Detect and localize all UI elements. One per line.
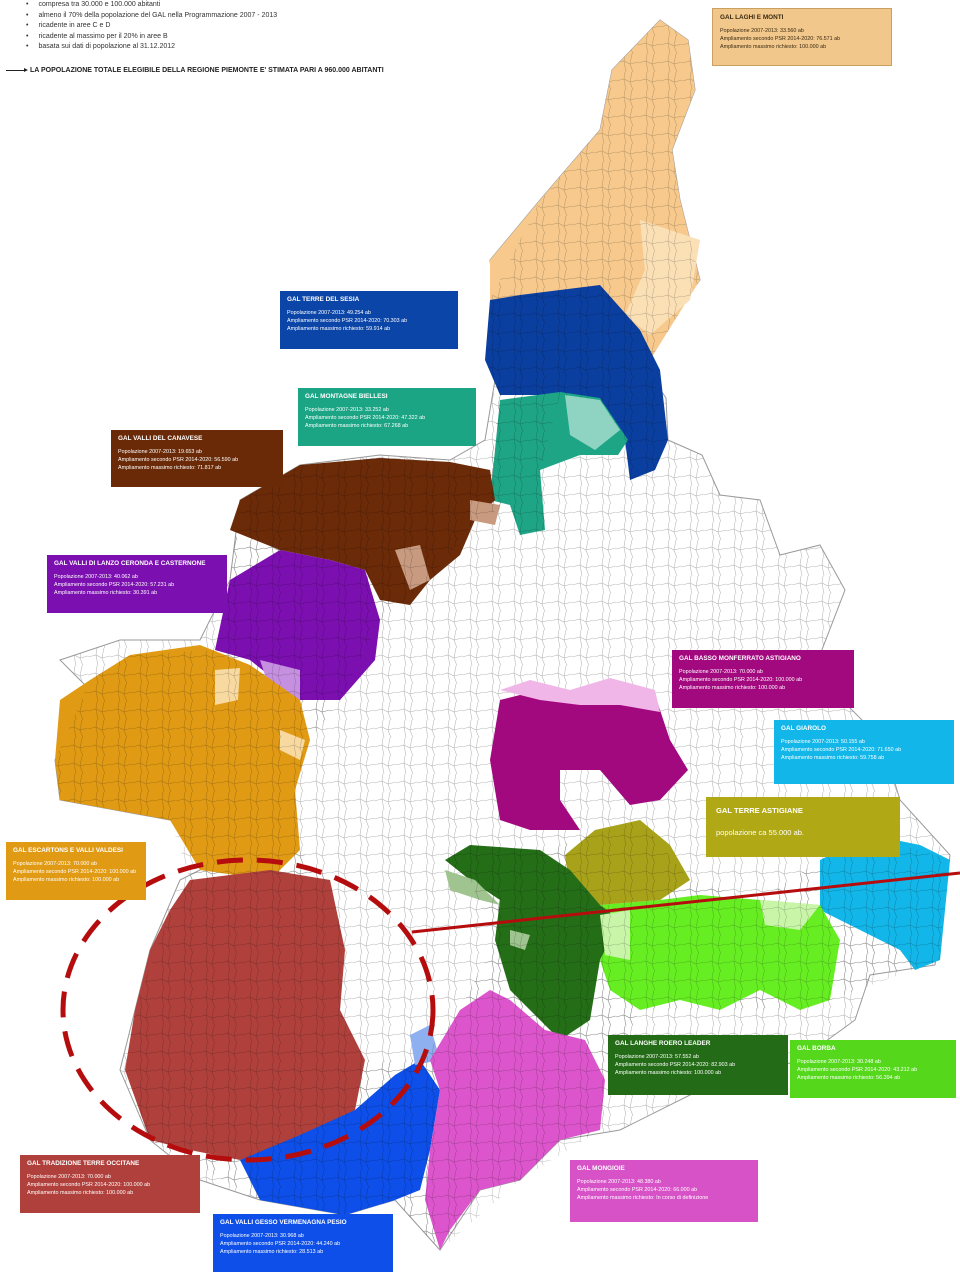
gal-line: Ampliamento secondo PSR 2014-2020: 57.23… — [54, 582, 175, 588]
gal-box-valli-canavese: GAL VALLI DEL CANAVESE Popolazione 2007-… — [111, 430, 283, 487]
gal-line: Ampliamento secondo PSR 2014-2020: 47.32… — [305, 415, 426, 421]
gal-box-valli-gesso: GAL VALLI GESSO VERMENAGNA PESIO Popolaz… — [213, 1214, 393, 1272]
gal-line: Popolazione 2007-2013: 19.653 ab — [118, 449, 202, 455]
region-langhe-roero-light — [445, 870, 530, 950]
gal-title: GAL VALLI DEL CANAVESE — [118, 435, 203, 442]
gal-line: Popolazione 2007-2013: 40.062 ab — [54, 574, 138, 580]
region-basso-monferrato-light — [500, 678, 660, 712]
population-headline: LA POPOLAZIONE TOTALE ELEGIBILE DELLA RE… — [6, 67, 384, 74]
criteria-item: basata sui dati di popolazione al 31.12.… — [26, 42, 466, 53]
gal-box-mongioie: GAL MONGIOIE Popolazione 2007-2013: 48.3… — [570, 1160, 758, 1222]
gal-line: Popolazione 2007-2013: 70.000 ab — [13, 861, 97, 867]
highlight-connector-line — [411, 871, 960, 934]
gal-title: GAL TERRE ASTIGIANE — [716, 806, 803, 815]
criteria-item: almeno il 70% della popolazione del GAL … — [26, 11, 466, 22]
gal-line: Popolazione 2007-2013: 30.248 ab — [797, 1059, 881, 1065]
gal-line: Popolazione 2007-2013: 57.552 ab — [615, 1054, 699, 1060]
gal-title: GAL LAGHI E MONTI — [720, 14, 784, 21]
gal-box-giarolo: GAL GIAROLO Popolazione 2007-2013: 50.15… — [774, 720, 954, 784]
gal-line: Popolazione 2007-2013: 30.968 ab — [220, 1233, 304, 1239]
gal-title: GAL TERRE DEL SESIA — [287, 296, 360, 303]
gal-line: Ampliamento massimo richiesto: 28.513 ab — [220, 1249, 324, 1255]
gal-line: Popolazione 2007-2013: 70.000 ab — [27, 1174, 111, 1180]
gal-line: Ampliamento massimo richiesto: 100.000 a… — [720, 44, 827, 50]
gal-box-borba: GAL BORBA Popolazione 2007-2013: 30.248 … — [790, 1040, 956, 1098]
gal-title: GAL GIAROLO — [781, 725, 826, 732]
gal-box-langhe-roero: GAL LANGHE ROERO LEADER Popolazione 2007… — [608, 1035, 788, 1095]
gal-line: Ampliamento massimo richiesto: 100.000 a… — [679, 685, 786, 691]
gal-box-basso-monferrato: GAL BASSO MONFERRATO ASTIGIANO Popolazio… — [672, 650, 854, 708]
arrow-right-icon — [6, 67, 28, 72]
gal-line: Ampliamento massimo richiesto: 100.000 a… — [13, 877, 120, 883]
gal-line: Ampliamento massimo richiesto: 71.817 ab — [118, 465, 222, 471]
gal-line: Ampliamento massimo richiesto: 30.391 ab — [54, 590, 158, 596]
gal-line: Ampliamento massimo richiesto: 67.268 ab — [305, 423, 409, 429]
gal-line: Ampliamento secondo PSR 2014-2020: 100.0… — [679, 677, 803, 683]
gal-line: Ampliamento massimo richiesto: In corso … — [577, 1195, 709, 1201]
gal-line: Popolazione 2007-2013: 50.155 ab — [781, 739, 865, 745]
gal-box-tradizione-occitane: GAL TRADIZIONE TERRE OCCITANE Popolazion… — [20, 1155, 200, 1213]
gal-line: Popolazione 2007-2013: 33.252 ab — [305, 407, 389, 413]
coloured-area-texture — [55, 20, 950, 1250]
gal-line: Ampliamento secondo PSR 2014-2020: 100.0… — [27, 1182, 151, 1188]
gal-box-valli-lanzo: GAL VALLI DI LANZO CERONDA E CASTERNONE … — [47, 555, 227, 613]
gal-title: GAL MONTAGNE BIELLESI — [305, 393, 388, 400]
region-montagne-biellesi-light — [565, 395, 620, 450]
gal-line: Popolazione 2007-2013: 33.560 ab — [720, 28, 804, 34]
gal-line: Ampliamento massimo richiesto: 59.914 ab — [287, 326, 391, 332]
criteria-item: ricadente in aree C e D — [26, 21, 466, 32]
gal-line: Ampliamento massimo richiesto: 100.000 a… — [615, 1070, 722, 1076]
headline-text: LA POPOLAZIONE TOTALE ELEGIBILE DELLA RE… — [30, 67, 384, 74]
criteria-item: ricadente al massimo per il 20% in aree … — [26, 32, 466, 43]
gal-line: Ampliamento secondo PSR 2014-2020: 71.65… — [781, 747, 902, 753]
gal-line: Popolazione 2007-2013: 48.380 ab — [577, 1179, 661, 1185]
gal-line: Ampliamento secondo PSR 2014-2020: 82.90… — [615, 1062, 736, 1068]
gal-box-escartons: GAL ESCARTONS E VALLI VALDESI Popolazion… — [6, 842, 146, 900]
gal-line: Ampliamento secondo PSR 2014-2020: 100.0… — [13, 869, 137, 875]
gal-line: Ampliamento secondo PSR 2014-2020: 76.57… — [720, 36, 841, 42]
gal-title: GAL ESCARTONS E VALLI VALDESI — [13, 847, 123, 854]
highlight-dashed-circle — [60, 857, 436, 1163]
gal-line: Ampliamento secondo PSR 2014-2020: 44.24… — [220, 1241, 341, 1247]
gal-title: GAL LANGHE ROERO LEADER — [615, 1040, 711, 1047]
criteria-list: compresa tra 30.000 e 100.000 abitanti a… — [26, 0, 466, 53]
region-basso-monferrato — [490, 690, 688, 830]
gal-line: Ampliamento secondo PSR 2014-2020: 56.59… — [118, 457, 239, 463]
gal-title: GAL MONGIOIE — [577, 1165, 625, 1172]
gal-title: GAL BASSO MONFERRATO ASTIGIANO — [679, 655, 801, 662]
gal-box-terre-astigiane: GAL TERRE ASTIGIANE popolazione ca 55.00… — [706, 797, 900, 857]
gal-title: GAL VALLI GESSO VERMENAGNA PESIO — [220, 1219, 347, 1226]
gal-title: GAL BORBA — [797, 1045, 836, 1052]
gal-line: Popolazione 2007-2013: 49.254 ab — [287, 310, 371, 316]
gal-line: Ampliamento massimo richiesto: 56.394 ab — [797, 1075, 901, 1081]
gal-box-montagne-biellesi: GAL MONTAGNE BIELLESI Popolazione 2007-2… — [298, 388, 476, 446]
gal-line: popolazione ca 55.000 ab. — [716, 828, 804, 837]
gal-title: GAL VALLI DI LANZO CERONDA E CASTERNONE — [54, 560, 206, 567]
criteria-item: compresa tra 30.000 e 100.000 abitanti — [26, 0, 466, 11]
gal-line: Ampliamento secondo PSR 2014-2020: 66.00… — [577, 1187, 698, 1193]
gal-line: Ampliamento secondo PSR 2014-2020: 43.21… — [797, 1067, 918, 1073]
gal-line: Popolazione 2007-2013: 70.000 ab — [679, 669, 763, 675]
gal-line: Ampliamento massimo richiesto: 59.758 ab — [781, 755, 885, 761]
gal-box-laghi-monti: GAL LAGHI E MONTI Popolazione 2007-2013:… — [712, 8, 892, 66]
gal-title: GAL TRADIZIONE TERRE OCCITANE — [27, 1160, 140, 1167]
gal-box-terre-sesia: GAL TERRE DEL SESIA Popolazione 2007-201… — [280, 291, 458, 349]
gal-line: Ampliamento massimo richiesto: 100.000 a… — [27, 1190, 134, 1196]
gal-line: Ampliamento secondo PSR 2014-2020: 70.30… — [287, 318, 408, 324]
